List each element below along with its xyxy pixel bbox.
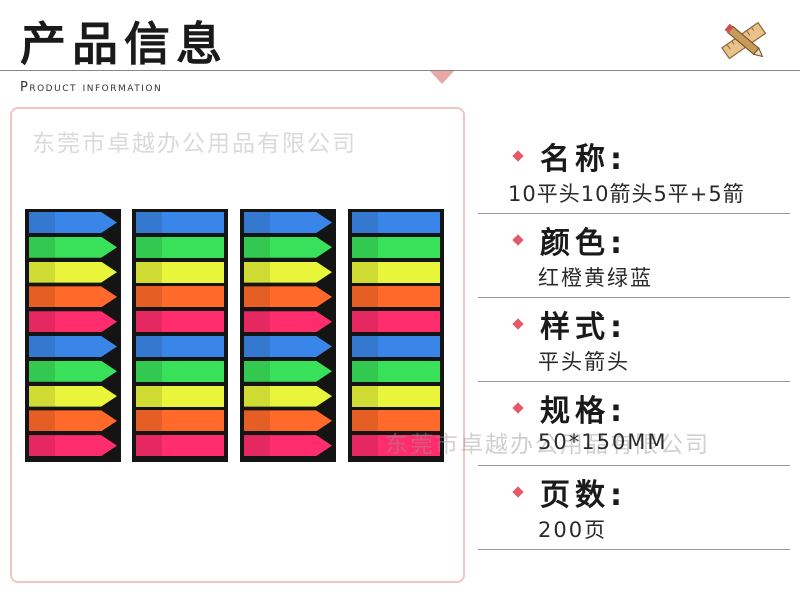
flat-tab-strip xyxy=(136,360,224,382)
bullet-diamond-icon xyxy=(512,150,524,162)
spec-row-style: 样式: 平头箭头 xyxy=(478,298,790,382)
bullet-diamond-icon xyxy=(512,486,524,498)
arrow-tab-strip xyxy=(244,261,332,283)
arrow-tab-strip xyxy=(29,236,117,258)
flat-tab-strip xyxy=(136,410,224,432)
flat-tab-card xyxy=(348,209,444,462)
flat-tab-strip xyxy=(136,261,224,283)
flat-tab-strip xyxy=(136,311,224,333)
arrow-tab-strip xyxy=(244,212,332,233)
arrow-tab-strip xyxy=(29,212,117,233)
flat-tab-strip xyxy=(136,236,224,258)
bullet-diamond-icon xyxy=(512,402,524,414)
arrow-tab-strip xyxy=(29,286,117,308)
title-divider xyxy=(0,70,800,71)
flat-tab-strip xyxy=(352,286,440,308)
spec-row-pages: 页数: 200页 xyxy=(478,466,790,550)
watermark-top: 东莞市卓越办公用品有限公司 xyxy=(32,131,357,157)
spec-label: 颜色: xyxy=(540,226,627,261)
arrow-tab-strip xyxy=(29,435,117,457)
flat-tab-strip xyxy=(352,236,440,258)
flat-tab-strip xyxy=(352,360,440,382)
arrow-tab-strip xyxy=(244,360,332,382)
spec-label: 页数: xyxy=(540,478,627,513)
bullet-diamond-icon xyxy=(512,318,524,330)
flat-tab-strip xyxy=(352,335,440,357)
flat-tab-strip xyxy=(136,335,224,357)
arrow-tab-strip xyxy=(244,335,332,357)
arrow-tab-strip xyxy=(244,410,332,432)
page-subtitle: Product information xyxy=(20,80,163,95)
arrow-tab-card xyxy=(25,209,121,462)
flat-tab-strip xyxy=(136,286,224,308)
flat-tab-strip xyxy=(136,385,224,407)
flat-tab-card xyxy=(132,209,228,462)
spec-row-name: 名称: 10平头10箭头5平+5箭 xyxy=(478,130,790,214)
spec-label: 名称: xyxy=(540,142,627,177)
spec-label: 样式: xyxy=(540,310,627,345)
spec-row-color: 颜色: 红橙黄绿蓝 xyxy=(478,214,790,298)
flat-tab-strip xyxy=(352,435,440,457)
arrow-tab-card xyxy=(240,209,336,462)
spec-value: 平头箭头 xyxy=(538,350,630,374)
page-title: 产品信息 xyxy=(20,17,228,71)
arrow-tab-strip xyxy=(29,360,117,382)
divider-notch xyxy=(430,71,454,84)
spec-value: 红橙黄绿蓝 xyxy=(538,266,653,290)
arrow-tab-strip xyxy=(29,385,117,407)
arrow-tab-strip xyxy=(244,385,332,407)
flat-tab-strip xyxy=(352,410,440,432)
arrow-tab-strip xyxy=(244,435,332,457)
arrow-tab-strip xyxy=(29,261,117,283)
arrow-tab-strip xyxy=(244,236,332,258)
arrow-tab-strip xyxy=(244,286,332,308)
ruler-pencil-icon xyxy=(721,21,767,60)
spec-value: 10平头10箭头5平+5箭 xyxy=(508,182,745,206)
arrow-tab-strip xyxy=(29,335,117,357)
flat-tab-strip xyxy=(136,435,224,457)
spec-row-size: 规格: 50*150MM xyxy=(478,382,790,466)
watermark-bottom: 东莞市卓越办公用品有限公司 xyxy=(385,432,710,458)
flat-tab-strip xyxy=(352,311,440,333)
spec-label: 规格: xyxy=(540,394,627,429)
spec-list: 名称: 10平头10箭头5平+5箭 颜色: 红橙黄绿蓝 样式: 平头箭头 规格:… xyxy=(478,130,790,550)
arrow-tab-strip xyxy=(29,410,117,432)
flat-tab-strip xyxy=(136,212,224,233)
spec-value: 50*150MM xyxy=(538,430,668,454)
arrow-tab-strip xyxy=(29,311,117,333)
flat-tab-strip xyxy=(352,385,440,407)
flat-tab-strip xyxy=(352,212,440,233)
spec-value: 200页 xyxy=(538,518,608,542)
arrow-tab-strip xyxy=(244,311,332,333)
bullet-diamond-icon xyxy=(512,234,524,246)
flat-tab-strip xyxy=(352,261,440,283)
